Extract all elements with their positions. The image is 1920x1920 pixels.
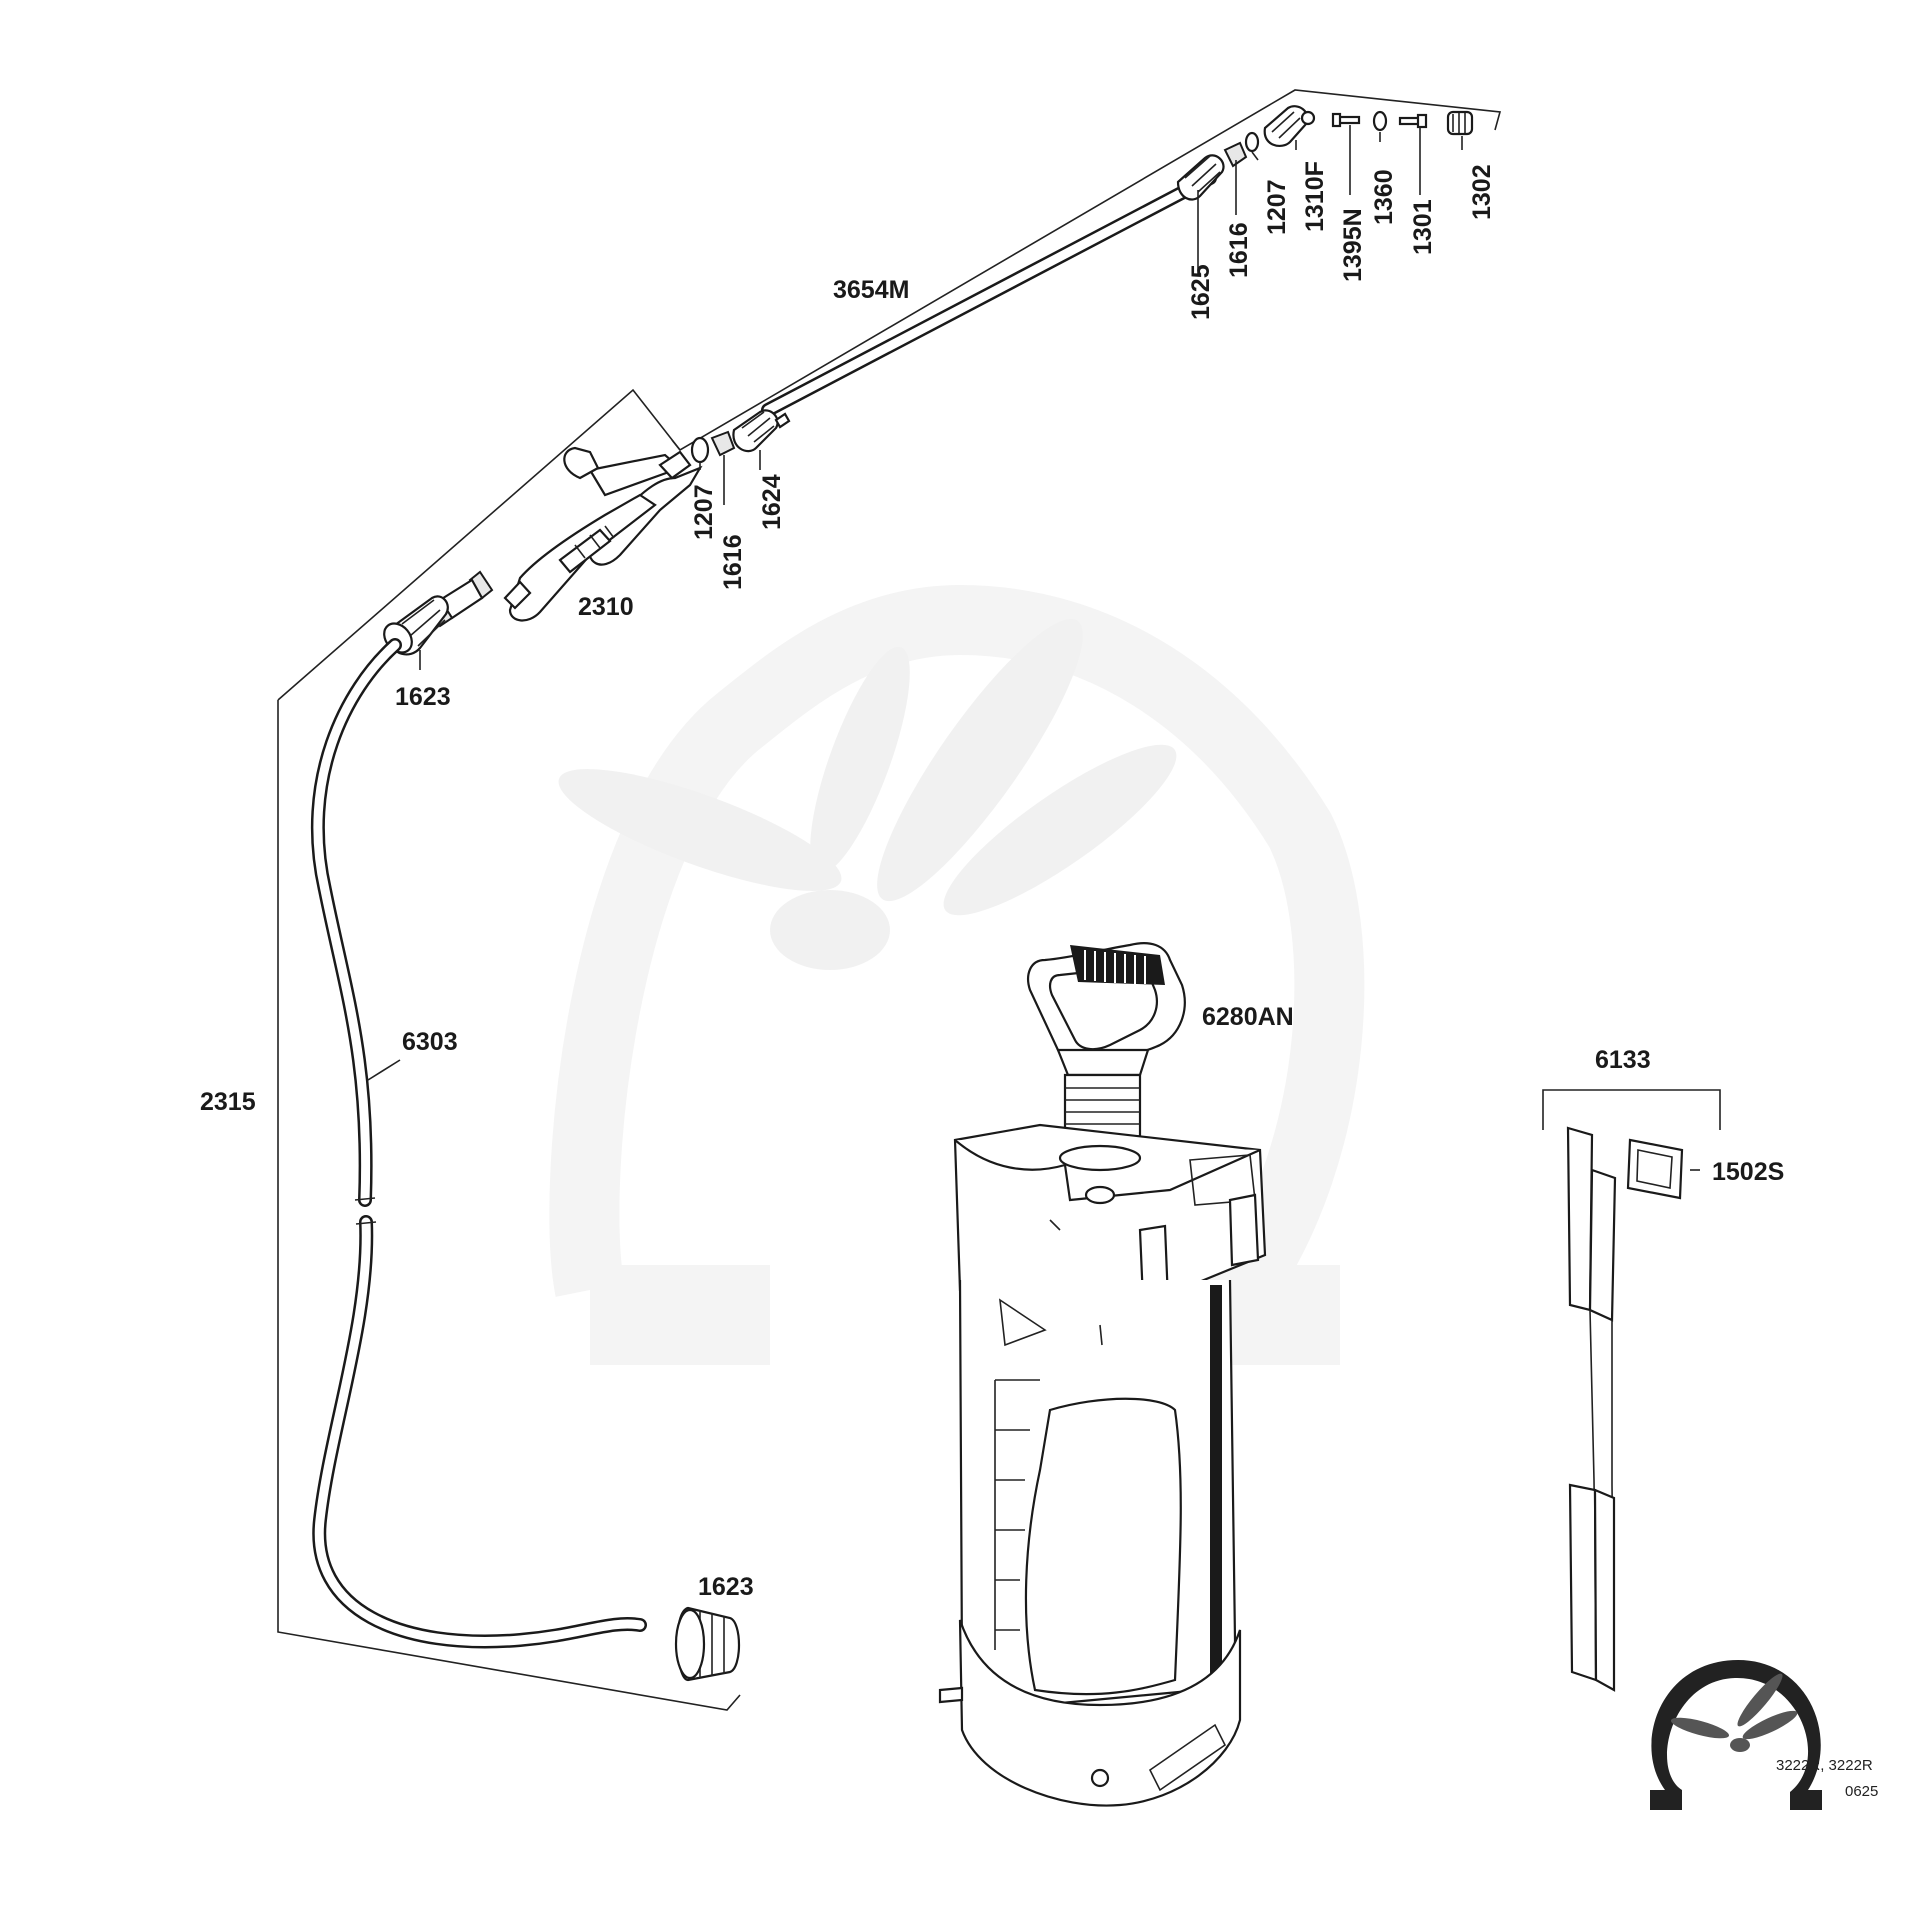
- label-1310F: 1310F: [1301, 161, 1329, 232]
- label-1207-top: 1207: [1263, 179, 1291, 235]
- label-1301: 1301: [1409, 199, 1437, 255]
- label-6303: 6303: [402, 1028, 458, 1056]
- label-1623-bottom: 1623: [698, 1573, 754, 1601]
- label-1623-top: 1623: [395, 683, 451, 711]
- strap-group-bracket: [1542, 1089, 1721, 1130]
- lance-tube: [761, 171, 1217, 417]
- label-1624: 1624: [758, 474, 786, 530]
- label-1616-left: 1616: [719, 534, 747, 590]
- label-1360: 1360: [1370, 169, 1398, 225]
- assembly-outline-2315: [277, 89, 1502, 1711]
- label-1302: 1302: [1468, 164, 1496, 220]
- omega-watermark: [549, 584, 1365, 1365]
- label-6280AN: 6280AN: [1202, 1003, 1294, 1031]
- washer-1207-left: [690, 436, 710, 464]
- label-1207-left: 1207: [690, 484, 718, 540]
- spray-gun-2310: [428, 446, 703, 628]
- hose-6303: [310, 638, 647, 1649]
- pump-handle-6280AN: [1027, 942, 1186, 1152]
- adapter-1616-top: [1223, 141, 1248, 168]
- leader-lines: [367, 125, 1700, 1231]
- adapter-1616-left: [710, 430, 736, 457]
- strap-buckle-1502S: [1626, 1138, 1684, 1200]
- label-3654M: 3654M: [833, 276, 909, 304]
- pin-1395N: [1331, 112, 1361, 128]
- label-1502S: 1502S: [1712, 1158, 1784, 1186]
- label-1625: 1625: [1187, 264, 1215, 320]
- part-labels: 3654M 1625 1616 1207 1310F 1395N 1360 13…: [200, 161, 1784, 1601]
- label-1395N: 1395N: [1339, 208, 1367, 282]
- nut-1624: [732, 409, 791, 453]
- oring-1360: [1372, 110, 1388, 132]
- assembly-outline-lance: [671, 439, 681, 451]
- sprayer-tank: [938, 1123, 1267, 1807]
- label-1616-top: 1616: [1225, 222, 1253, 278]
- nozzle-body-1310F: [1263, 105, 1316, 147]
- footer-models: 3222R, 3222R: [1776, 1757, 1873, 1774]
- shoulder-strap-6133: [1566, 1126, 1617, 1692]
- label-6133: 6133: [1595, 1046, 1651, 1074]
- nut-1625: [1176, 154, 1225, 201]
- washer-1207-top: [1244, 131, 1260, 153]
- insert-1301: [1398, 113, 1428, 129]
- omega-dragonfly-logo: [1650, 1660, 1822, 1810]
- footer-code: 0625: [1845, 1783, 1878, 1800]
- hose-nut-1623-bottom: [674, 1606, 740, 1682]
- label-2315: 2315: [200, 1088, 256, 1116]
- cap-1302: [1446, 110, 1474, 136]
- label-2310: 2310: [578, 593, 634, 621]
- dragonfly-watermark: [558, 618, 1177, 970]
